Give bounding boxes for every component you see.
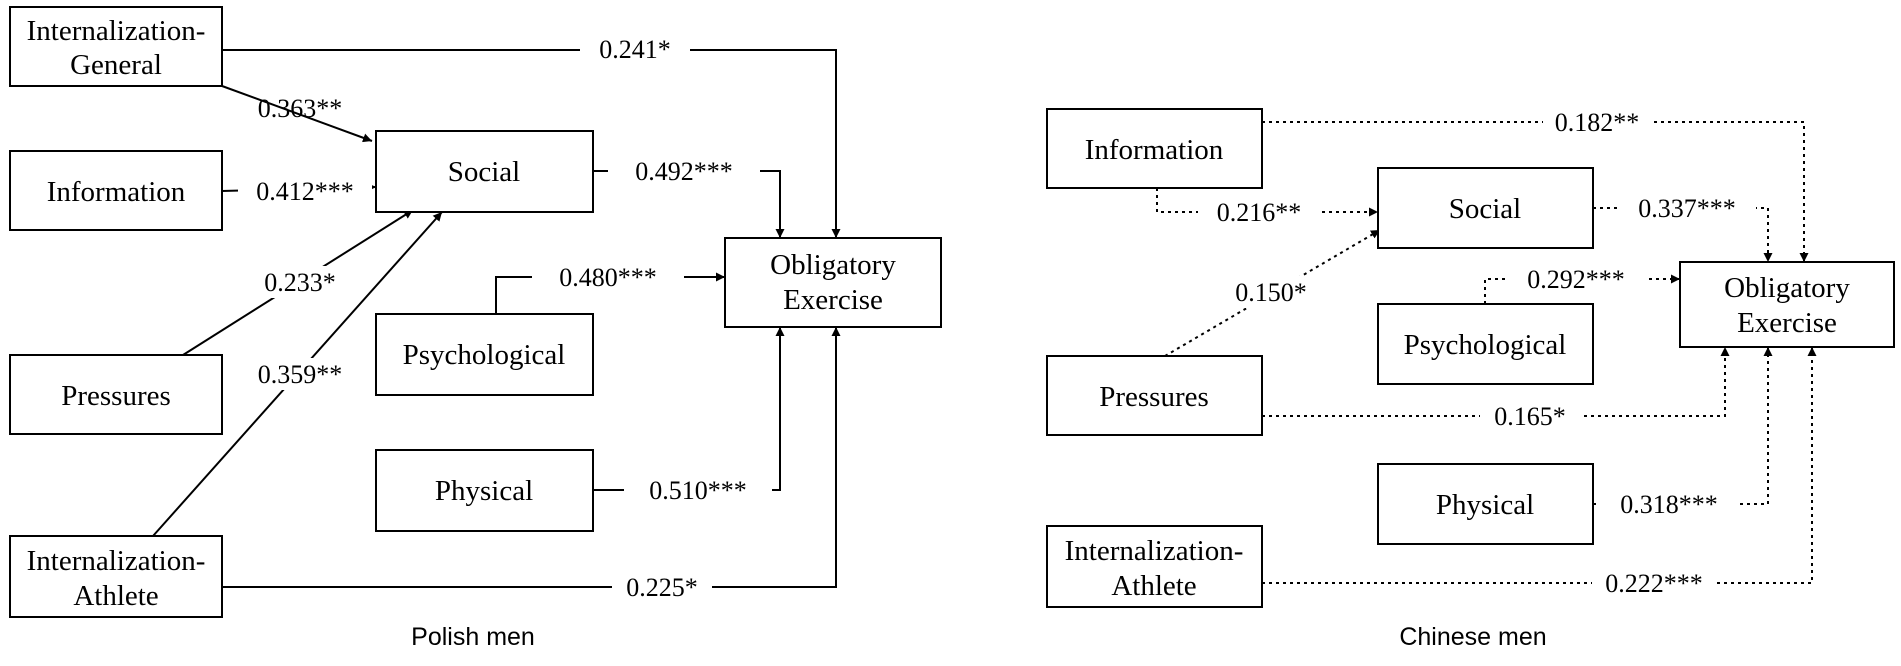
coef-psych-oe-c: 0.292*** [1527, 265, 1625, 294]
svg-text:Psychological: Psychological [403, 339, 566, 371]
coefs-polish: 0.241* 0.363** 0.412*** 0.233* 0.359** 0… [238, 33, 772, 603]
svg-text:Obligatory: Obligatory [770, 249, 896, 281]
node-internalization-general: Internalization- General [9, 6, 223, 87]
node-social: Social [375, 130, 594, 213]
coef-ia-social: 0.359** [258, 360, 343, 389]
coef-ig-oe: 0.241* [599, 35, 671, 64]
svg-text:Exercise: Exercise [1737, 307, 1837, 339]
node-social-c: Social [1377, 167, 1594, 249]
node-internalization-athlete-c: Internalization- Athlete [1046, 525, 1263, 608]
edge-info-social-c [1156, 188, 1378, 217]
coef-press-oe-c: 0.165* [1494, 402, 1566, 431]
panel-chinese: 0.182** 0.216** 0.150* 0.337*** 0.292***… [1046, 106, 1895, 651]
coef-info-social: 0.412*** [256, 177, 354, 206]
coef-social-oe: 0.492*** [635, 157, 733, 186]
node-obligatory-exercise: Obligatory Exercise [724, 237, 942, 328]
edge-phys-oe [593, 327, 785, 491]
node-physical: Physical [375, 449, 594, 532]
coef-info-oe-c: 0.182** [1555, 108, 1640, 137]
svg-text:Internalization-: Internalization- [1065, 535, 1244, 567]
edge-ia-oe [222, 327, 841, 588]
coef-phys-oe-c: 0.318*** [1620, 490, 1718, 519]
svg-text:Social: Social [448, 156, 521, 188]
node-information: Information [9, 150, 223, 231]
svg-text:Internalization-: Internalization- [27, 545, 206, 577]
svg-text:Psychological: Psychological [1404, 329, 1567, 361]
coef-ia-oe-c: 0.222*** [1605, 569, 1703, 598]
svg-text:Physical: Physical [1436, 489, 1534, 521]
edge-info-oe-c [1262, 121, 1809, 262]
edge-phys-oe-c [1593, 347, 1773, 505]
coefs-chinese: 0.182** 0.216** 0.150* 0.337*** 0.292***… [1198, 106, 1756, 599]
svg-text:Internalization-: Internalization- [27, 15, 206, 47]
coef-phys-oe: 0.510*** [649, 476, 747, 505]
svg-text:Social: Social [1449, 193, 1522, 225]
edge-ig-social [221, 85, 373, 143]
svg-text:Pressures: Pressures [61, 380, 171, 412]
svg-text:Exercise: Exercise [783, 284, 883, 316]
node-physical-c: Physical [1377, 463, 1594, 545]
coef-info-social-c: 0.216** [1217, 198, 1302, 227]
svg-text:Physical: Physical [435, 475, 533, 507]
caption-chinese: Chinese men [1399, 623, 1546, 651]
svg-text:General: General [70, 49, 162, 81]
coef-press-social: 0.233* [264, 268, 336, 297]
svg-text:Obligatory: Obligatory [1724, 272, 1850, 304]
svg-text:Pressures: Pressures [1099, 381, 1209, 413]
edge-ig-oe [222, 49, 841, 238]
coef-ig-social: 0.363** [258, 94, 343, 123]
node-psychological-c: Psychological [1377, 303, 1594, 385]
caption-polish: Polish men [411, 623, 535, 651]
coef-psych-oe: 0.480*** [559, 263, 657, 292]
node-internalization-athlete: Internalization- Athlete [9, 535, 223, 618]
svg-text:Athlete: Athlete [1111, 570, 1196, 602]
node-psychological: Psychological [375, 313, 594, 396]
coef-ia-oe: 0.225* [626, 573, 698, 602]
edge-ia-oe-c [1262, 347, 1817, 584]
coef-press-social-c: 0.150* [1235, 278, 1307, 307]
node-obligatory-exercise-c: Obligatory Exercise [1679, 261, 1895, 348]
svg-text:Information: Information [47, 176, 186, 208]
edge-press-oe-c [1262, 347, 1730, 417]
coef-social-oe-c: 0.337*** [1638, 194, 1736, 223]
node-information-c: Information [1046, 108, 1263, 189]
panel-polish: 0.241* 0.363** 0.412*** 0.233* 0.359** 0… [9, 6, 942, 651]
svg-text:Athlete: Athlete [73, 580, 158, 612]
node-pressures-c: Pressures [1046, 355, 1263, 436]
svg-text:Information: Information [1085, 134, 1224, 166]
node-pressures: Pressures [9, 354, 223, 435]
